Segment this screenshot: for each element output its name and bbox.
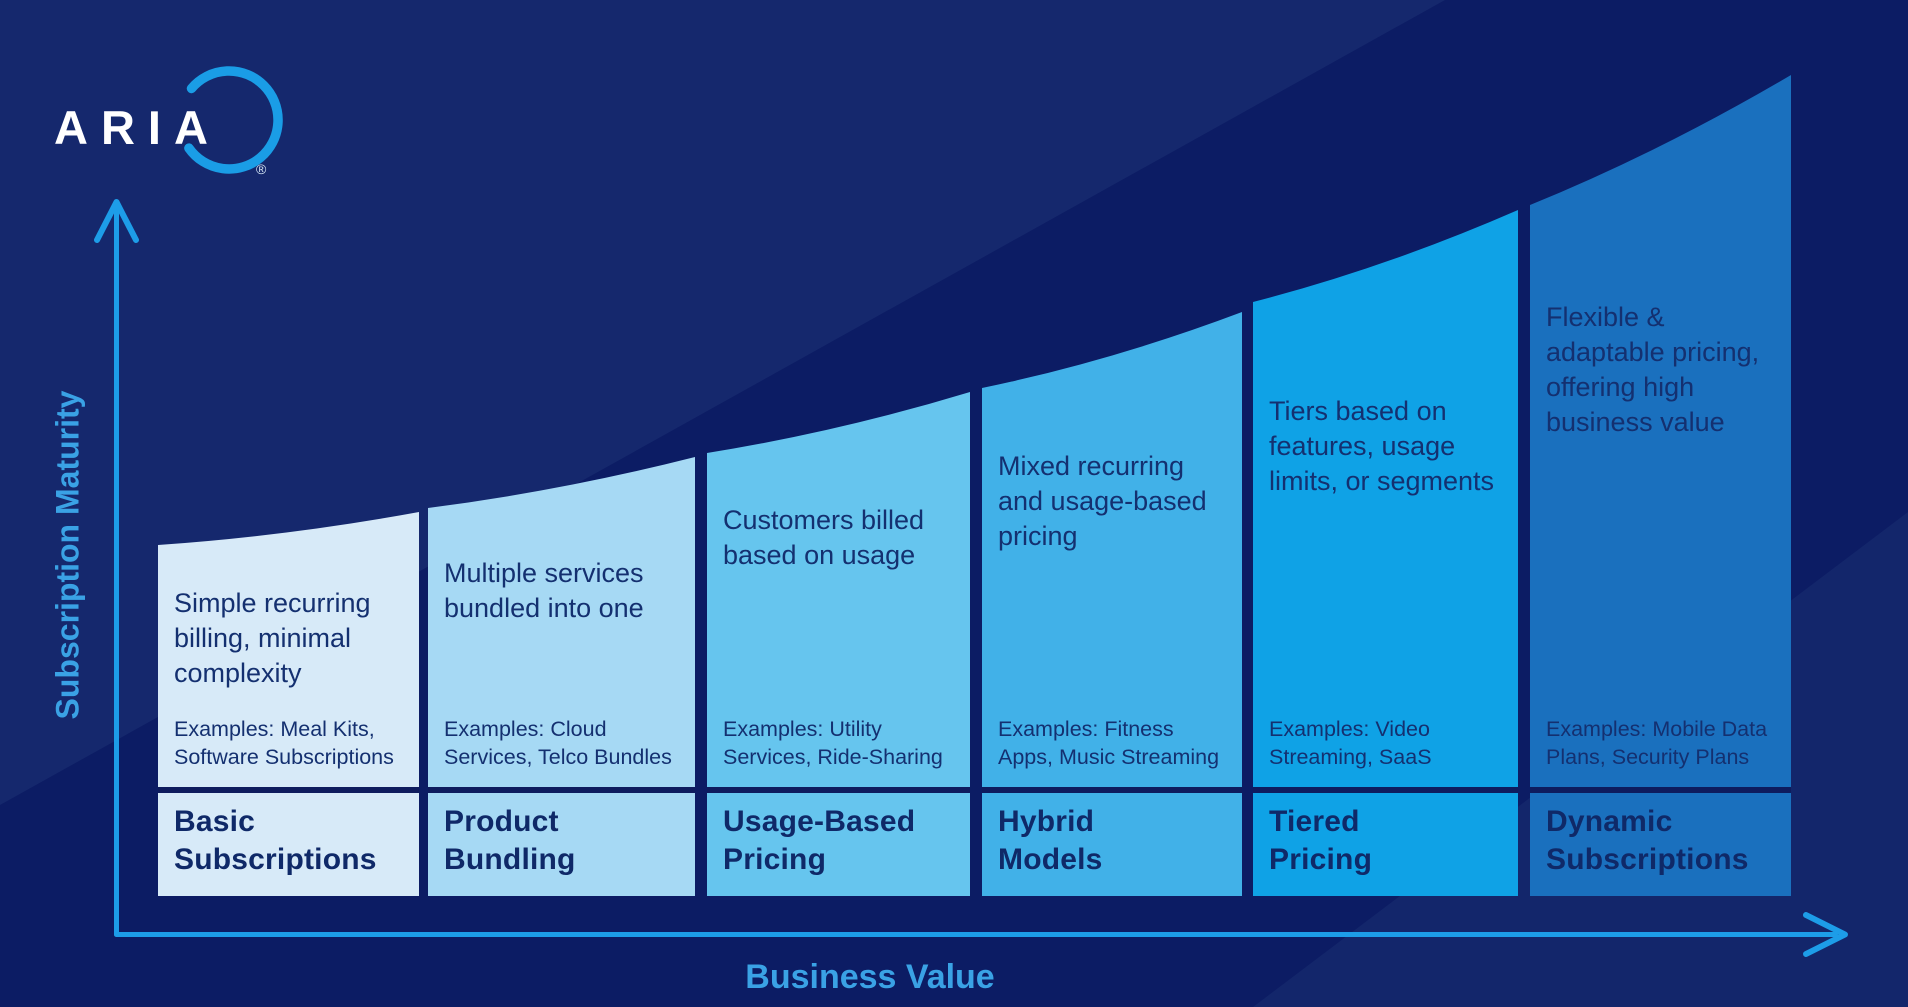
stage-examples: Examples: Meal Kits, Software Subscripti… <box>174 717 394 769</box>
y-axis-line <box>114 206 119 937</box>
stage-title: Product Bundling <box>444 805 576 876</box>
stage-examples: Examples: Mobile Data Plans, Security Pl… <box>1546 717 1768 769</box>
y-axis-label: Subscription Maturity <box>49 390 86 720</box>
x-axis-arrow-icon <box>1803 912 1848 957</box>
column-shape-dynamic-subscriptions <box>1530 75 1791 896</box>
column-shape-usage-based-pricing <box>707 392 970 896</box>
stage-description: Multiple services bundled into one <box>444 558 644 624</box>
x-axis-label: Business Value <box>745 958 995 996</box>
footer-separator <box>1530 787 1791 793</box>
stage-examples: Examples: Cloud Services, Telco Bundles <box>444 717 672 769</box>
stage-title: Dynamic Subscriptions <box>1546 805 1749 876</box>
stage-examples: Examples: Utility Services, Ride-Sharing <box>723 717 943 769</box>
footer-separator <box>707 787 970 793</box>
footer-separator <box>428 787 695 793</box>
stage-examples: Examples: Video Streaming, SaaS <box>1269 717 1432 769</box>
aria-logo: ARIA ® <box>54 66 283 177</box>
stage-description: Simple recurring billing, minimal comple… <box>174 588 371 689</box>
column-shape-basic-subscriptions <box>158 512 419 896</box>
stage-title: Hybrid Models <box>998 805 1103 876</box>
stage-title: Basic Subscriptions <box>174 805 377 876</box>
column-shape-hybrid-models <box>982 312 1242 896</box>
footer-separator <box>158 787 419 793</box>
footer-separator <box>1253 787 1518 793</box>
stage-description: Flexible & adaptable pricing, offering h… <box>1546 302 1760 438</box>
stage-examples: Examples: Fitness Apps, Music Streaming <box>998 717 1220 769</box>
registered-trademark: ® <box>256 161 267 177</box>
footer-separator <box>982 787 1242 793</box>
stage-title: Usage-Based Pricing <box>723 805 916 876</box>
stage-description: Mixed recurring and usage-based pricing <box>998 451 1207 552</box>
column-shape-product-bundling <box>428 457 695 896</box>
column-shape-tiered-pricing <box>1253 210 1518 896</box>
stage-description: Tiers based on features, usage limits, o… <box>1269 396 1495 497</box>
y-axis-arrow-icon <box>94 199 139 243</box>
stage-title: Tiered Pricing <box>1269 805 1373 876</box>
x-axis-line <box>114 932 1838 937</box>
logo-arc-icon <box>184 66 283 174</box>
stage-description: Customers billed based on usage <box>723 505 925 571</box>
logo-text: ARIA <box>54 101 221 154</box>
